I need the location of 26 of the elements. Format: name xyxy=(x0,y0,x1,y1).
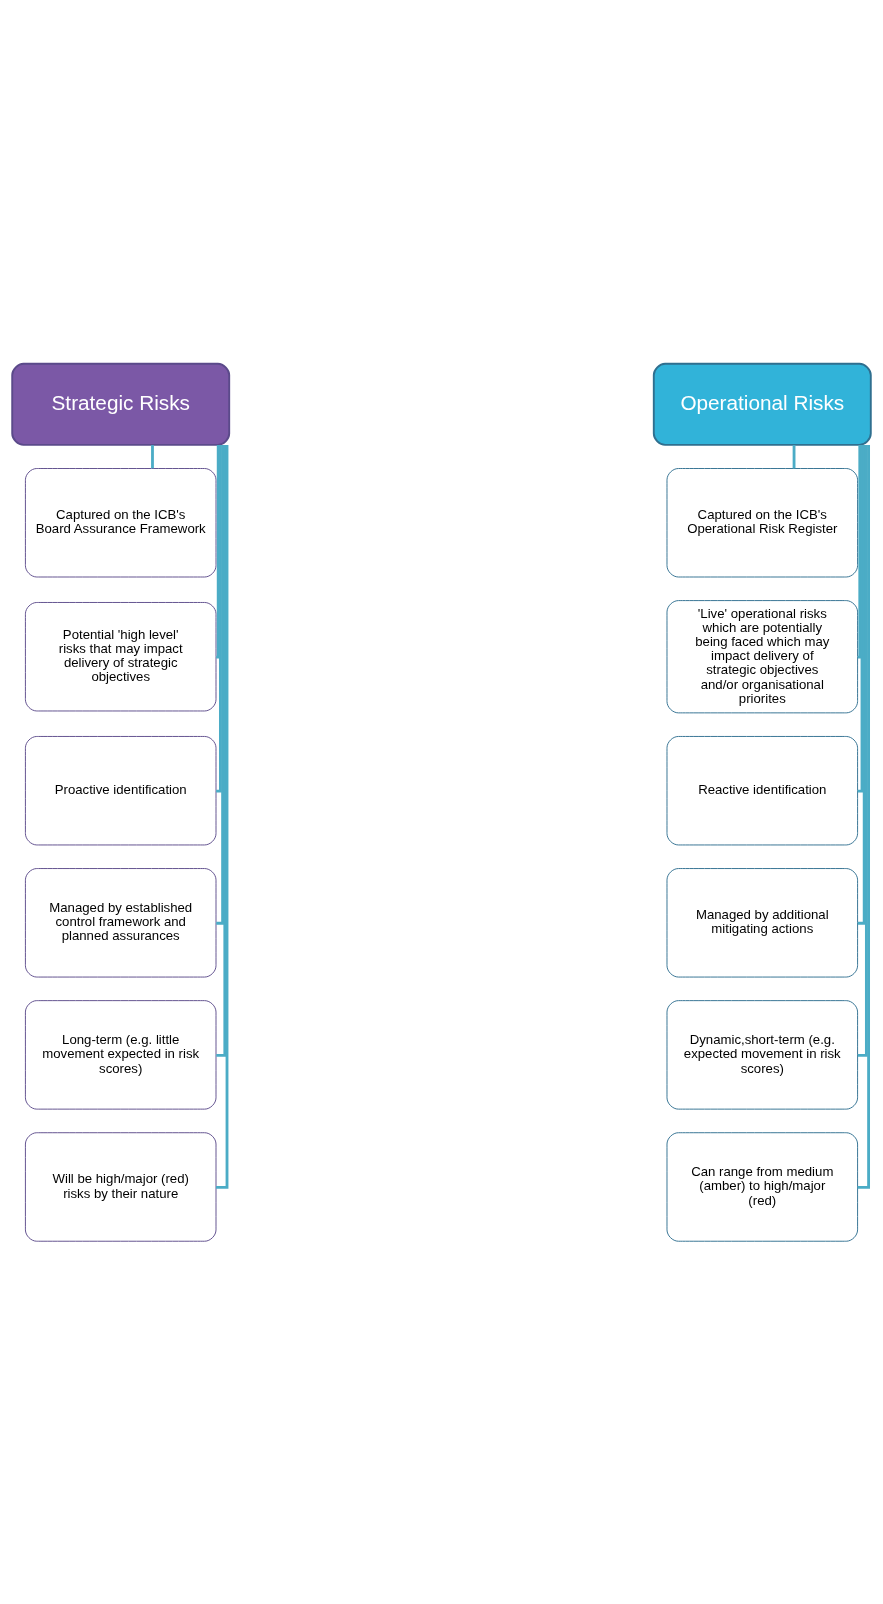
connector xyxy=(857,444,866,925)
connector xyxy=(792,444,796,468)
connector xyxy=(857,444,862,659)
node-box: Operational Risks xyxy=(652,362,872,446)
node-box: Strategic Risks xyxy=(11,362,231,446)
node-box: Potential 'high level' risks that may impact delivery of strategic objectives xyxy=(24,601,217,711)
connector xyxy=(151,444,154,468)
connector xyxy=(216,444,227,1057)
connector xyxy=(216,444,222,793)
node-box: Proactive identification xyxy=(24,735,217,845)
node-box: Captured on the ICB's Board Assurance Framework xyxy=(24,467,217,577)
node-box: Managed by established control framework and planned assurances xyxy=(24,867,217,977)
node-box: 'Live' operational risks which are potentially being faced which may impact delivery of strategic objectives and/or organisational priorites xyxy=(666,599,859,713)
node-box: Managed by additional mitigating actions xyxy=(666,867,859,977)
connector xyxy=(857,444,870,1189)
node-box: Can range from medium (amber) to high/major (red) xyxy=(666,1131,859,1242)
node-box: Dynamic,short-term (e.g. expected movement in risk scores) xyxy=(666,999,859,1110)
node-box: Captured on the ICB's Operational Risk Register xyxy=(666,467,859,577)
connector xyxy=(216,444,229,1189)
connector xyxy=(857,444,868,1057)
connector xyxy=(215,444,220,659)
connector xyxy=(857,444,864,793)
connector xyxy=(216,444,225,925)
node-box: Will be high/major (red) risks by their nature xyxy=(24,1131,217,1242)
node-box: Long-term (e.g. little movement expected in risk scores) xyxy=(24,999,217,1110)
node-box: Reactive identification xyxy=(666,735,859,845)
